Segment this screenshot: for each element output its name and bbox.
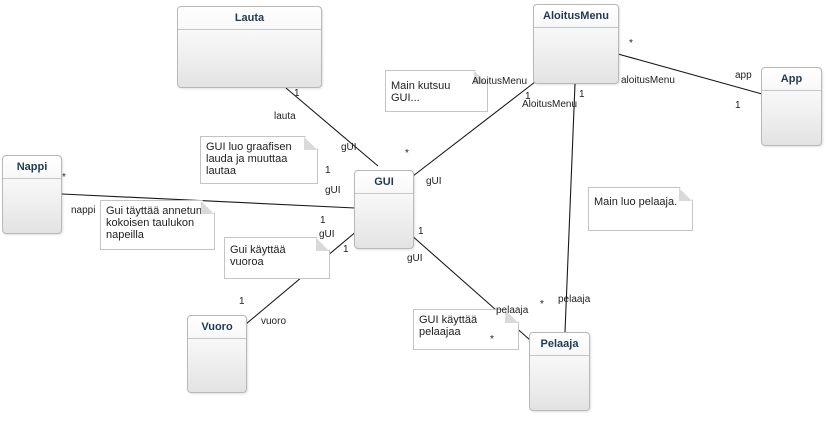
class-nappi[interactable]: Nappi bbox=[2, 155, 62, 234]
note-gui-luo-graafisen-text: GUI luo graafisen lauda ja muuttaa lauta… bbox=[206, 141, 292, 177]
association-lauta-gui[interactable] bbox=[285, 87, 379, 167]
association-aloitusmenu-pelaaja[interactable] bbox=[564, 83, 576, 333]
class-lauta-title: Lauta bbox=[178, 7, 321, 30]
aloitusmenu-gui-role-label: AloitusMenu bbox=[472, 76, 528, 87]
vuoro-gui-vuoro-role-label: vuoro bbox=[261, 316, 287, 327]
gui-pelaaja-pelaaja-multiplicity: * bbox=[490, 334, 494, 345]
note-main-luo-pelaaja[interactable]: Main luo pelaaja. bbox=[588, 187, 693, 231]
vuoro-gui-gui-role-label: gUI bbox=[319, 229, 335, 240]
aloitusmenu-pelaaja-menu-multiplicity: 1 bbox=[579, 89, 585, 100]
association-nappi-gui[interactable] bbox=[61, 193, 356, 209]
class-aloitusmenu[interactable]: AloitusMenu bbox=[533, 4, 619, 84]
class-app-title: App bbox=[762, 68, 821, 91]
class-nappi-title: Nappi bbox=[3, 156, 61, 179]
nappi-gui-gui-role-label: gUI bbox=[325, 185, 341, 196]
gui-pelaaja-gui-role-label: gUI bbox=[407, 253, 423, 264]
class-app[interactable]: App bbox=[761, 67, 822, 146]
aloitusmenu-gui-menu-multiplicity: 1 bbox=[525, 91, 531, 102]
association-aloitusmenu-gui[interactable] bbox=[412, 81, 536, 177]
vuoro-gui-gui-multiplicity: 1 bbox=[343, 244, 349, 255]
aloitusmenu-gui-gui-role-label: gUI bbox=[426, 176, 442, 187]
note-gui-tayttaa[interactable]: Gui täyttää annetun kokoisen taulukon na… bbox=[100, 200, 215, 250]
vuoro-gui-vuoro-multiplicity: 1 bbox=[239, 296, 245, 307]
aloitusmenu-gui-gui-multiplicity: * bbox=[405, 148, 409, 159]
note-gui-tayttaa-text: Gui täyttää annetun kokoisen taulukon na… bbox=[106, 205, 203, 241]
note-main-kutsuu-gui-text: Main kutsuu GUI... bbox=[391, 80, 451, 104]
lauta-multiplicity: 1 bbox=[294, 88, 300, 99]
lauta-role-label: lauta bbox=[274, 111, 296, 122]
aloitusmenu-app-app-multiplicity: 1 bbox=[735, 100, 741, 111]
class-vuoro[interactable]: Vuoro bbox=[187, 315, 247, 393]
gui-pelaaja-pelaaja-role-label: pelaaja bbox=[496, 305, 529, 316]
nappi-gui-nappi-multiplicity: * bbox=[62, 172, 66, 183]
note-main-luo-pelaaja-text: Main luo pelaaja. bbox=[594, 196, 678, 208]
nappi-gui-gui-multiplicity: 1 bbox=[320, 215, 326, 226]
note-gui-luo-graafisen[interactable]: GUI luo graafisen lauda ja muuttaa lauta… bbox=[200, 136, 318, 184]
aloitusmenu-pelaaja-menu-role-label: AloitusMenu bbox=[522, 99, 578, 110]
note-gui-kayttaa-pelaajaa-text: GUI käyttää pelaajaa bbox=[419, 314, 478, 338]
class-vuoro-title: Vuoro bbox=[188, 316, 246, 339]
aloitusmenu-pelaaja-pelaaja-multiplicity: * bbox=[540, 299, 544, 310]
class-gui-title: GUI bbox=[355, 171, 413, 194]
aloitusmenu-app-app-role-label: app bbox=[735, 70, 752, 81]
note-main-kutsuu-gui[interactable]: Main kutsuu GUI... bbox=[385, 70, 488, 112]
class-pelaaja[interactable]: Pelaaja bbox=[529, 332, 590, 411]
note-gui-kayttaa-vuoroa-text: Gui käyttää vuoroa bbox=[230, 244, 286, 268]
aloitusmenu-pelaaja-pelaaja-role-label: pelaaja bbox=[558, 294, 591, 305]
association-aloitusmenu-app[interactable] bbox=[617, 53, 763, 95]
gui-pelaaja-gui-multiplicity: 1 bbox=[418, 226, 424, 237]
class-lauta[interactable]: Lauta bbox=[177, 6, 322, 88]
aloitusmenu-app-menu-role-label: aloitusMenu bbox=[621, 75, 675, 86]
note-gui-kayttaa-vuoroa[interactable]: Gui käyttää vuoroa bbox=[224, 237, 330, 279]
aloitusmenu-app-menu-multiplicity: * bbox=[629, 38, 633, 49]
lauta-gui-role-label: gUI bbox=[341, 142, 357, 153]
class-gui[interactable]: GUI bbox=[354, 170, 414, 249]
nappi-gui-nappi-role-label: nappi bbox=[71, 205, 96, 216]
class-aloitusmenu-title: AloitusMenu bbox=[534, 5, 618, 28]
class-pelaaja-title: Pelaaja bbox=[530, 333, 589, 356]
lauta-gui-multiplicity: 1 bbox=[325, 165, 331, 176]
note-gui-kayttaa-pelaajaa[interactable]: GUI käyttää pelaajaa bbox=[413, 309, 519, 350]
